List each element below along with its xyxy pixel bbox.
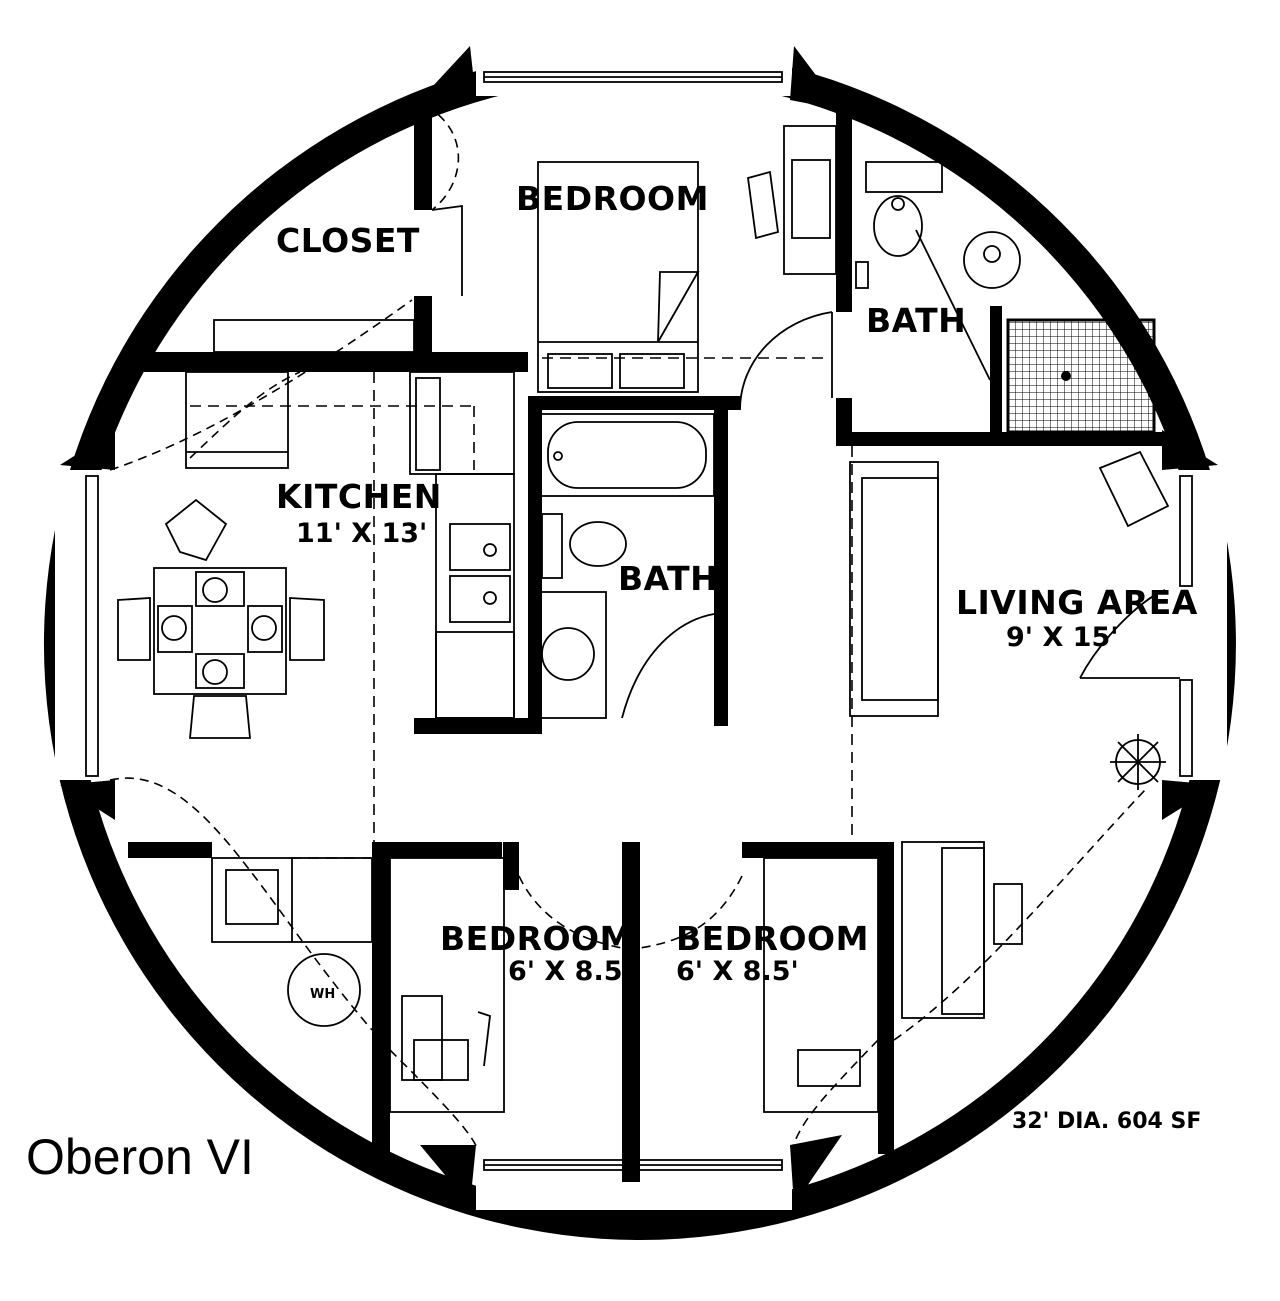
plan-title: Oberon VI	[26, 1129, 254, 1185]
living-furniture	[849, 450, 1170, 1019]
door-swings	[109, 99, 1180, 1151]
top-bedroom-furniture	[537, 125, 837, 393]
kitchen-dims-label: 11' X 13'	[296, 518, 427, 549]
bedroom-right-label: BEDROOM	[676, 919, 869, 958]
size-note: 32' DIA. 604 SF	[1012, 1109, 1201, 1134]
living-dims-label: 9' X 15'	[1006, 622, 1119, 653]
bath-center-label: BATH	[618, 559, 718, 598]
living-area-label: LIVING AREA	[956, 583, 1198, 622]
shower	[1006, 318, 1156, 434]
laundry-area	[211, 857, 373, 1027]
water-heater-label: WH	[310, 987, 335, 1002]
right-bath-fixtures	[855, 161, 1021, 381]
bottom-bedroom-furniture	[389, 857, 879, 1113]
bedroom-top-label: BEDROOM	[516, 179, 709, 218]
bath-right-label: BATH	[866, 301, 966, 340]
kitchen-label: KITCHEN	[276, 477, 442, 516]
bedroom-left-label: BEDROOM	[440, 919, 633, 958]
closet-label: CLOSET	[276, 221, 420, 260]
kitchen-fixtures	[185, 371, 515, 719]
interior-walls	[128, 100, 1162, 1182]
center-bath-fixtures	[539, 413, 715, 719]
bedroom-right-dims-label: 6' X 8.5'	[676, 956, 799, 987]
bedroom-left-dims-label: 6' X 8.5'	[508, 956, 631, 987]
dome-wedges	[60, 46, 1218, 1205]
closet-shelf	[213, 319, 415, 353]
dining-set	[117, 498, 325, 739]
